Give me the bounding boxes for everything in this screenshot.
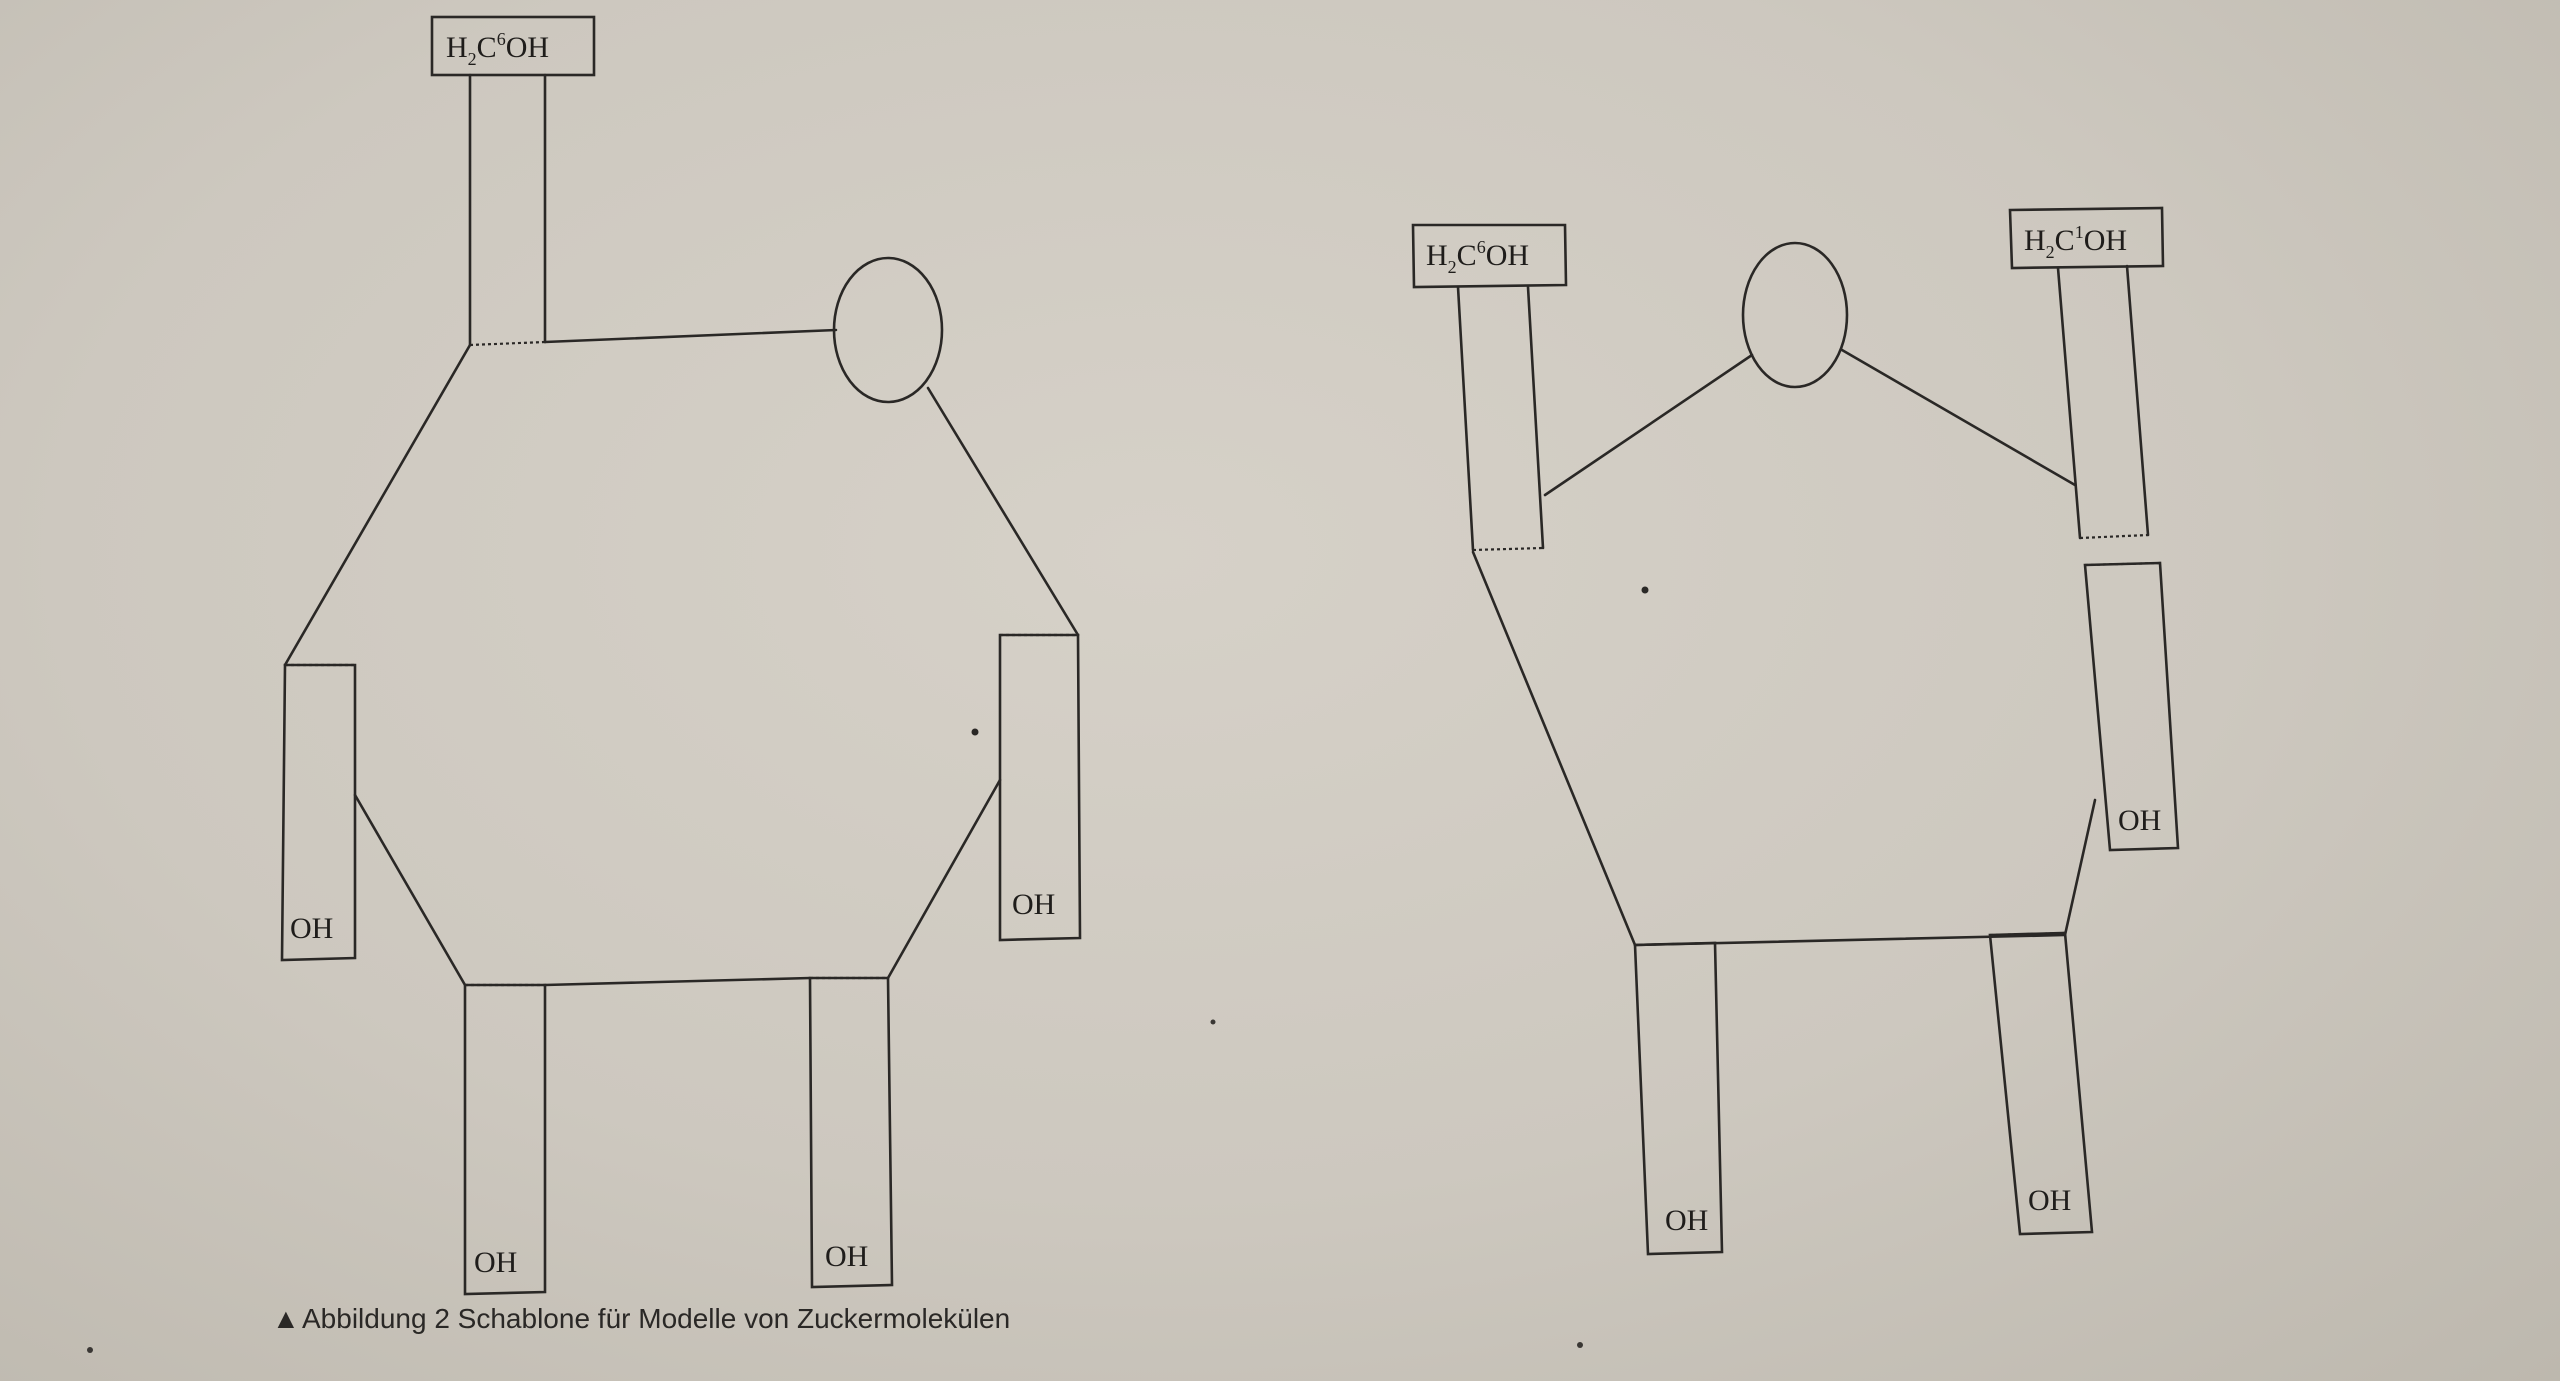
right-ring-top-right-edge: [1840, 348, 2077, 487]
page-speck: [1577, 1342, 1583, 1348]
right-bottom-fold-line-1: [1634, 941, 1716, 947]
left-top-fold-line: [469, 340, 546, 347]
caption-marker: ▲: [272, 1303, 300, 1334]
left-stray-dot: [971, 728, 979, 736]
right-bottom-label-1: OH: [1665, 1204, 1708, 1237]
right-top-right-stem: [2056, 264, 2150, 540]
left-bottom-tab-2: [808, 976, 894, 1289]
left-ring-oxygen-circle: [832, 256, 944, 404]
left-top-stem: [468, 73, 547, 347]
right-ring-lower-right-edge: [2063, 798, 2097, 937]
left-bottom-label-1: OH: [474, 1246, 517, 1279]
right-top-right-label: H2C1OH: [2024, 222, 2127, 262]
left-top-label-box: [430, 15, 596, 77]
right-ring-oxygen-circle: [1741, 241, 1849, 389]
left-bottom-tab-1: [463, 983, 547, 1296]
right-top-left-stem: [1456, 285, 1545, 552]
right-bottom-label-2: OH: [2028, 1184, 2071, 1217]
right-top-left-fold-line: [1472, 546, 1544, 552]
left-ring-top-edge: [543, 328, 838, 344]
left-ring-bottom-edge: [543, 976, 812, 987]
right-top-left-label: H2C6OH: [1426, 237, 1529, 277]
right-ring-top-left-edge: [1543, 353, 1754, 497]
right-side-fold-line: [2084, 561, 2161, 567]
right-stray-dot: [1641, 586, 1649, 594]
left-top-label: H2C6OH: [446, 29, 549, 69]
left-bottom-label-2: OH: [825, 1240, 868, 1273]
right-top-right-label-box: [2008, 206, 2165, 270]
left-ring-upper-right-edge: [926, 386, 1080, 637]
right-side-tab: [998, 633, 1082, 942]
left-ring-upper-left-edge: [283, 343, 472, 667]
left-side-tab: [280, 663, 357, 962]
right-bottom-tab-1: [1633, 941, 1724, 1256]
figure-caption: ▲ Abbildung 2 Schablone für Modelle von …: [272, 1303, 1010, 1334]
left-side-label: OH: [290, 912, 333, 945]
caption-text: Abbildung 2 Schablone für Modelle von Zu…: [302, 1303, 1010, 1334]
left-ring-lower-left-edge: [353, 793, 467, 987]
right-top-left-label-box: [1411, 223, 1568, 289]
right-bottom-fold-line-2: [1989, 931, 2066, 937]
page-speck: [87, 1347, 93, 1353]
right-side-label: OH: [2118, 804, 2161, 837]
right-ring-left-edge: [1471, 550, 1637, 947]
right-top-right-fold-line: [2079, 533, 2149, 540]
page-speck: [1210, 1019, 1216, 1025]
right-side-label: OH: [1012, 888, 1055, 921]
right-template: H2C6OH H2C1OH OH OH OH: [1411, 206, 2180, 1256]
left-ring-lower-right-edge: [886, 778, 1002, 980]
left-template: H2C6OH OH OH OH OH: [280, 15, 1082, 1296]
